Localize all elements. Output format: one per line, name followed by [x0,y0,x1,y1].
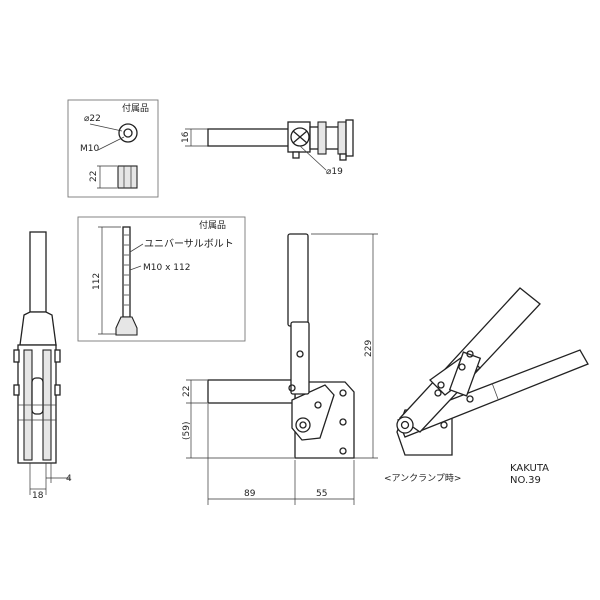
accessory-heading-bolt: 付属品 [199,220,226,231]
bar-height-label: 22 [182,386,192,397]
handle [287,233,309,327]
unclamp-view: <アンクランプ時> [384,287,589,484]
length-a-label: 89 [244,489,256,499]
side-thickness-label: 4 [66,474,72,484]
unclamp-caption: <アンクランプ時> [384,473,461,484]
top-view: 16 ⌀19 [181,119,354,177]
accessory-box-bolt: 付属品 ユニバーサルボルト M10 x 112 112 [77,216,246,342]
offset-label: (59) [182,422,192,440]
spindle-bar [207,379,296,404]
front-view: 229 22 (59) 89 55 [182,233,378,505]
bolt-spec-label: M10 x 112 [143,263,190,273]
accessory-box-small: 付属品 ⌀22 M10 22 [67,99,159,198]
top-diameter-label: ⌀19 [326,167,343,177]
model-number: NO.39 [510,475,541,486]
accessory-heading-small: 付属品 [122,103,149,114]
nut-height-label: 22 [89,171,99,182]
bolt-foot [115,316,138,336]
bolt-shaft [122,226,131,318]
side-view: 18 4 [13,231,72,501]
top-height-label: 16 [181,131,191,143]
brand-name: KAKUTA [510,463,549,474]
length-b-label: 55 [316,489,327,499]
bolt-name-label: ユニバーサルボルト [144,238,234,250]
washer-diameter-label: ⌀22 [84,114,101,124]
washer-icon [118,123,138,143]
thread-label: M10 [80,144,99,154]
bolt-length-label: 112 [92,273,102,290]
front-height-label: 229 [364,340,374,357]
side-width-label: 18 [32,491,44,501]
nut-icon [117,165,138,189]
